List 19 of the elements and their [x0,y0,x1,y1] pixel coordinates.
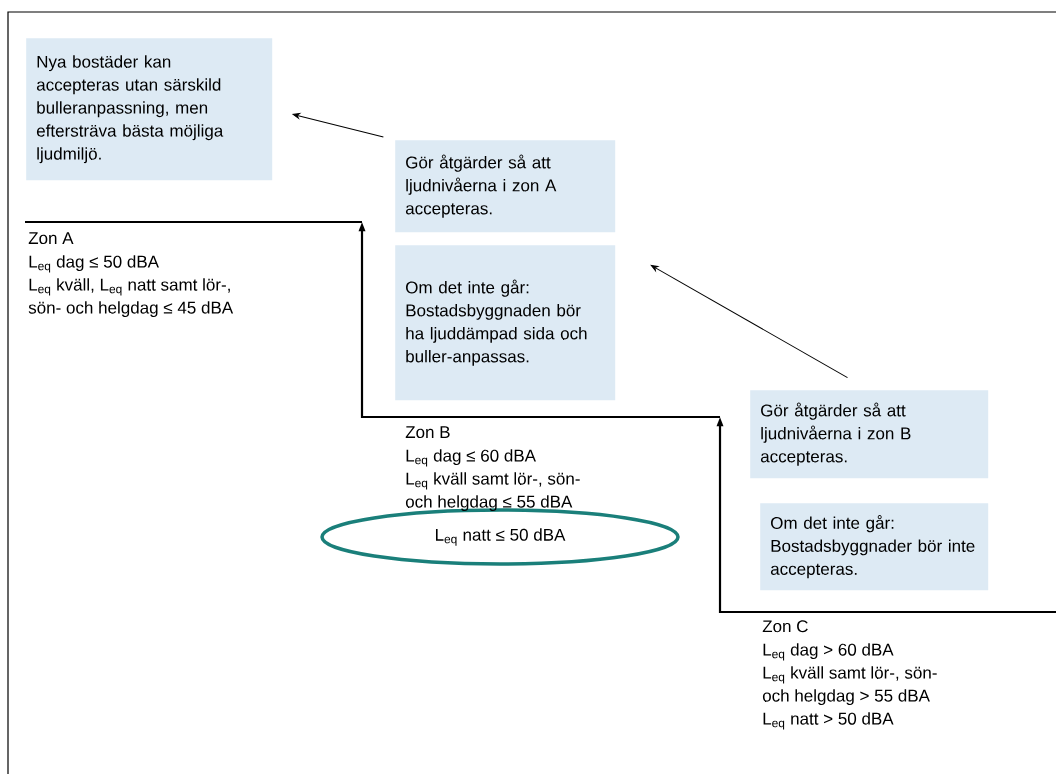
zone-text: sön- och helgdag ≤ 45 dBA [28,301,234,318]
zone-text: Zon C [762,620,808,633]
text-box: Gör åtgärder så att ljudnivåerna i zon A accepteras. [395,140,616,233]
zone-text: L$_{eq}$ dag ≤ 50 dBA [29,255,159,273]
zone-text: och helgdag > 55 dBA [762,689,930,706]
zone-text: L$_{eq}$ dag ≤ 60 dBA [406,449,536,467]
arrow [650,265,848,379]
zone-text: L$_{eq}$ kväll samt lör-, sön- [763,666,937,684]
zone-text: L$_{eq}$ natt > 50 dBA [763,712,894,730]
text-box: Nya bostäder kan accepteras utan särskild bulleranpassning, men eftersträva bästa möjliga ljudmiljö. [26,38,273,181]
zone-text: L$_{eq}$ kväll, L$_{eq}$ natt samt lör-, [29,278,230,296]
zone-text: L$_{eq}$ kväll samt lör-, sön- [406,472,580,490]
text-box: Om det inte går: Bostadsbyggnaden bör ha ljuddämpad sida och buller-anpassas. [395,245,616,401]
zone-text: Zon A [28,232,74,245]
arrow [292,113,384,138]
zone-text: L$_{eq}$ dag > 60 dBA [763,643,894,661]
zone-text: Zon B [405,426,450,439]
text-box: Om det inte går: Bostadsbyggnader bör inte accepteras. [760,503,989,591]
text-box: Gör åtgärder så att ljudnivåerna i zon B accepteras. [750,390,989,479]
